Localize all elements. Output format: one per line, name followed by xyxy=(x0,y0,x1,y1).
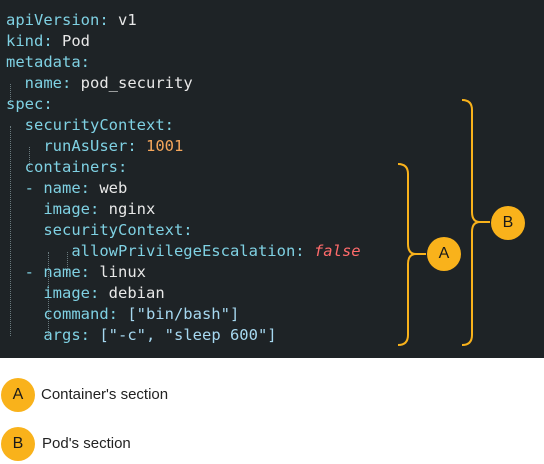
yaml-key: runAsUser: xyxy=(43,137,137,155)
yaml-key: apiVersion: xyxy=(6,11,109,29)
yaml-boolean: false xyxy=(313,242,361,260)
code-line-container-web-name: - name: web xyxy=(6,178,128,199)
yaml-list-dash: - xyxy=(24,179,44,197)
yaml-key: args: xyxy=(43,326,90,344)
yaml-key: kind: xyxy=(6,32,53,50)
code-line-image-nginx: image: nginx xyxy=(6,199,155,220)
code-line-command: command: ["bin/bash"] xyxy=(6,304,239,325)
yaml-code-panel: apiVersion: v1 kind: Pod metadata: name:… xyxy=(0,0,544,358)
yaml-key: securityContext: xyxy=(43,221,193,239)
yaml-value: linux xyxy=(90,263,147,281)
code-line-name: name: pod_security xyxy=(6,73,193,94)
yaml-key: name: xyxy=(24,74,72,92)
code-line-args: args: ["-c", "sleep 600"] xyxy=(6,325,277,346)
yaml-value: debian xyxy=(99,284,165,302)
container-section-brace xyxy=(397,163,417,346)
code-line-containers: containers: xyxy=(6,157,128,178)
code-line-spec: spec: xyxy=(6,94,53,115)
yaml-value: nginx xyxy=(99,200,156,218)
legend-label-b: Pod's section xyxy=(42,435,131,452)
yaml-key: name: xyxy=(43,179,91,197)
indent-guide xyxy=(10,126,11,336)
pod-section-brace xyxy=(461,99,481,346)
indent-guide xyxy=(48,252,49,336)
code-line-security-context: securityContext: xyxy=(6,115,174,136)
yaml-number: 1001 xyxy=(146,137,184,155)
yaml-list-dash: - xyxy=(24,263,44,281)
yaml-value: Pod xyxy=(52,32,90,50)
code-line-metadata: metadata: xyxy=(6,52,90,73)
yaml-string: ["-c", "sleep 600"] xyxy=(90,326,277,344)
indent-guide xyxy=(29,147,30,168)
yaml-value: pod_security xyxy=(71,74,193,92)
indent-guide xyxy=(10,84,11,105)
yaml-key: image: xyxy=(43,284,100,302)
yaml-key: image: xyxy=(43,200,100,218)
code-line-allow-privilege-escalation: allowPrivilegeEscalation: false xyxy=(6,241,361,262)
yaml-value: web xyxy=(90,179,128,197)
legend-badge-b: B xyxy=(1,427,35,461)
code-line-run-as-user: runAsUser: 1001 xyxy=(6,136,183,157)
yaml-key: metadata: xyxy=(6,53,90,71)
yaml-key: spec: xyxy=(6,95,53,113)
code-line-container-linux-name: - name: linux xyxy=(6,262,146,283)
legend-badge-a: A xyxy=(1,378,35,412)
legend-label-a: Container's section xyxy=(41,386,169,403)
yaml-key: containers: xyxy=(24,158,128,176)
code-line-kind: kind: Pod xyxy=(6,31,90,52)
badge-b: B xyxy=(491,206,525,240)
yaml-key: securityContext: xyxy=(24,116,174,134)
yaml-key: command: xyxy=(43,305,118,323)
indent-guide xyxy=(67,252,68,273)
yaml-key: allowPrivilegeEscalation: xyxy=(71,242,305,260)
code-line-apiversion: apiVersion: v1 xyxy=(6,10,137,31)
code-line-container-security-context: securityContext: xyxy=(6,220,193,241)
yaml-value: v1 xyxy=(108,11,137,29)
yaml-key: name: xyxy=(43,263,91,281)
code-line-image-debian: image: debian xyxy=(6,283,165,304)
yaml-string: ["bin/bash"] xyxy=(117,305,240,323)
badge-a: A xyxy=(427,237,461,271)
